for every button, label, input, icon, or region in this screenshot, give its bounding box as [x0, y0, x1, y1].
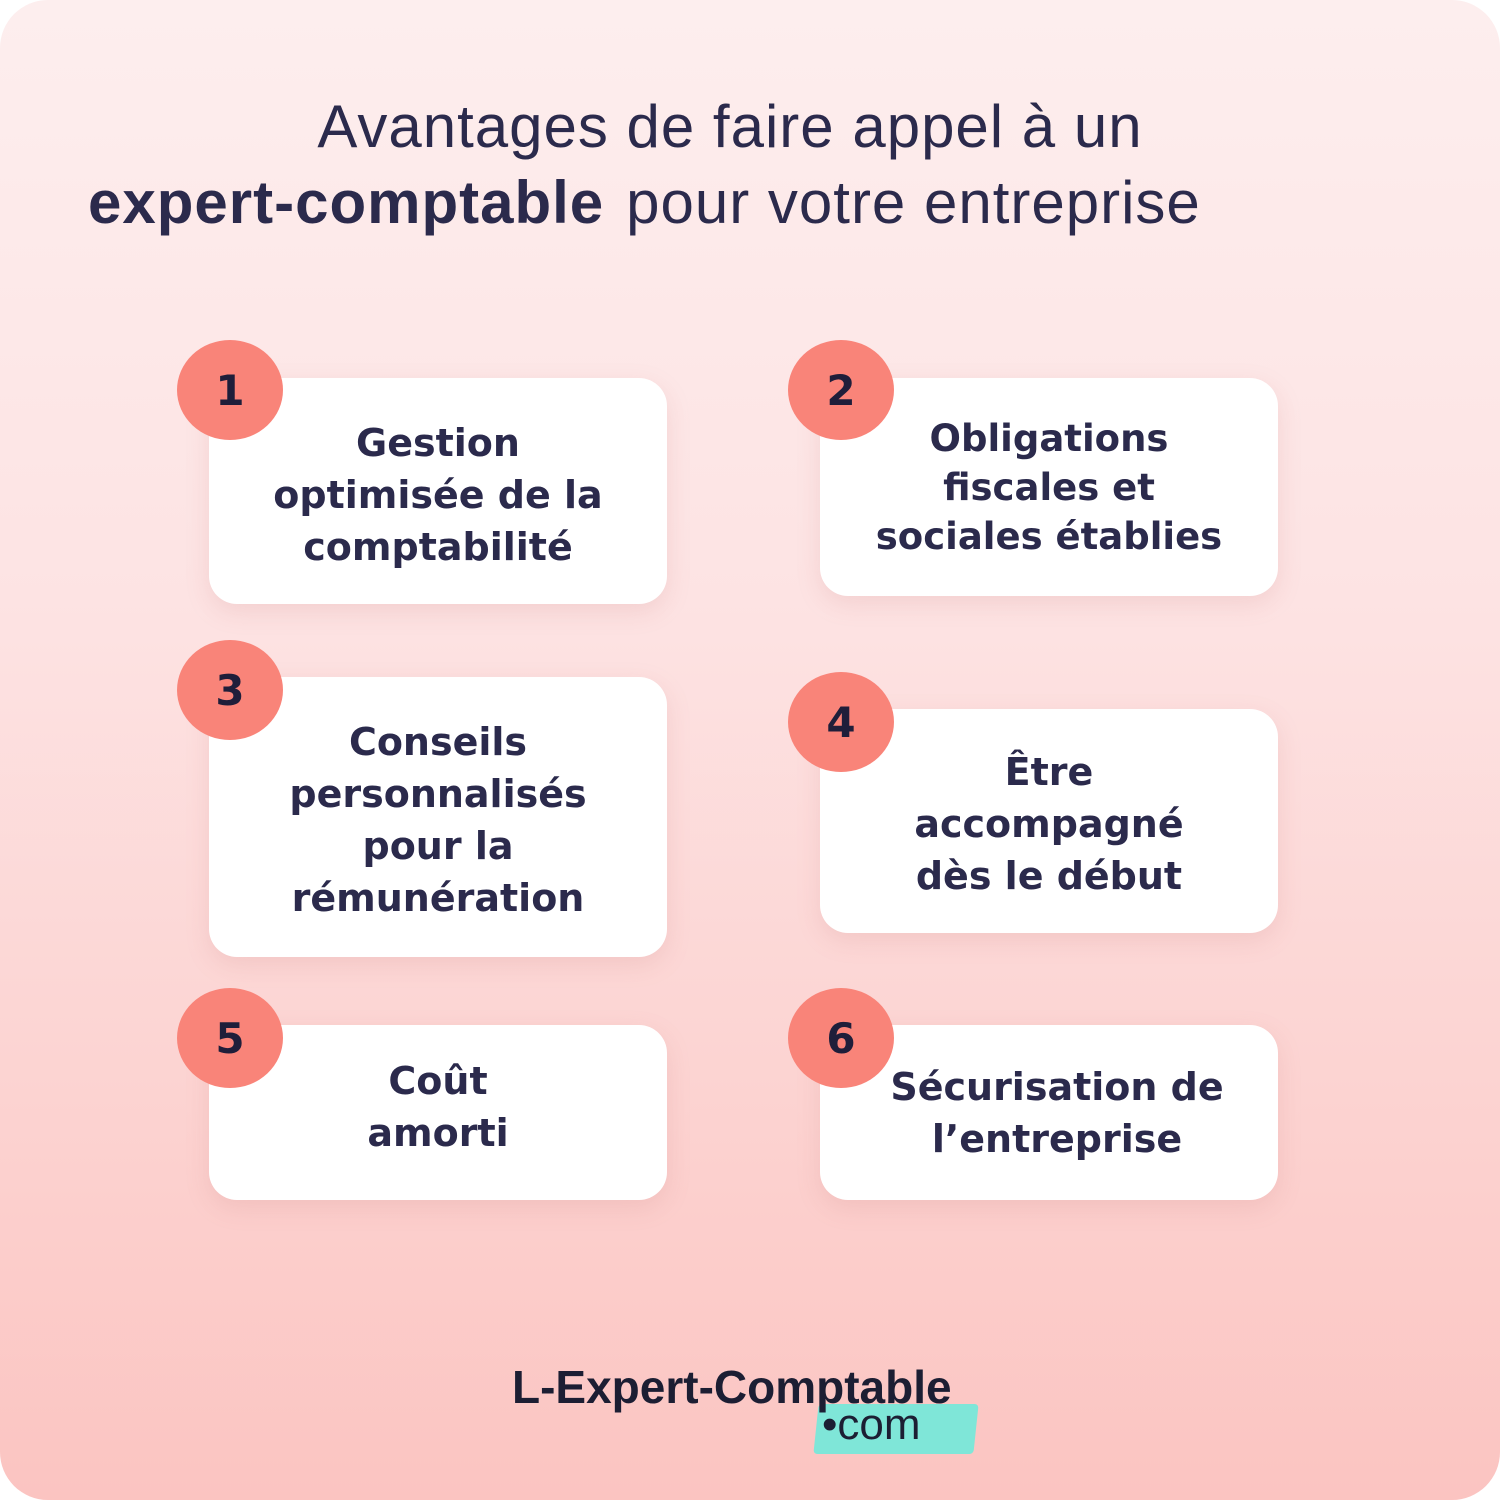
logo-suffix: •com [822, 1400, 921, 1449]
logo-name: L-Expert-Comptable [512, 1361, 952, 1413]
title-line-1: Avantages de faire appel à un [317, 93, 1143, 160]
title-highlight: expert-comptable [88, 169, 605, 236]
number-badge-2: 2 [788, 340, 894, 440]
number-badge-5: 5 [177, 988, 283, 1088]
title-line-2: expert-comptable pour votre entreprise [88, 168, 1201, 237]
number-badge-3: 3 [177, 640, 283, 740]
number-badge-1: 1 [177, 340, 283, 440]
title-rest: pour votre entreprise [626, 169, 1201, 236]
number-badge-4: 4 [788, 672, 894, 772]
number-badge-6: 6 [788, 988, 894, 1088]
